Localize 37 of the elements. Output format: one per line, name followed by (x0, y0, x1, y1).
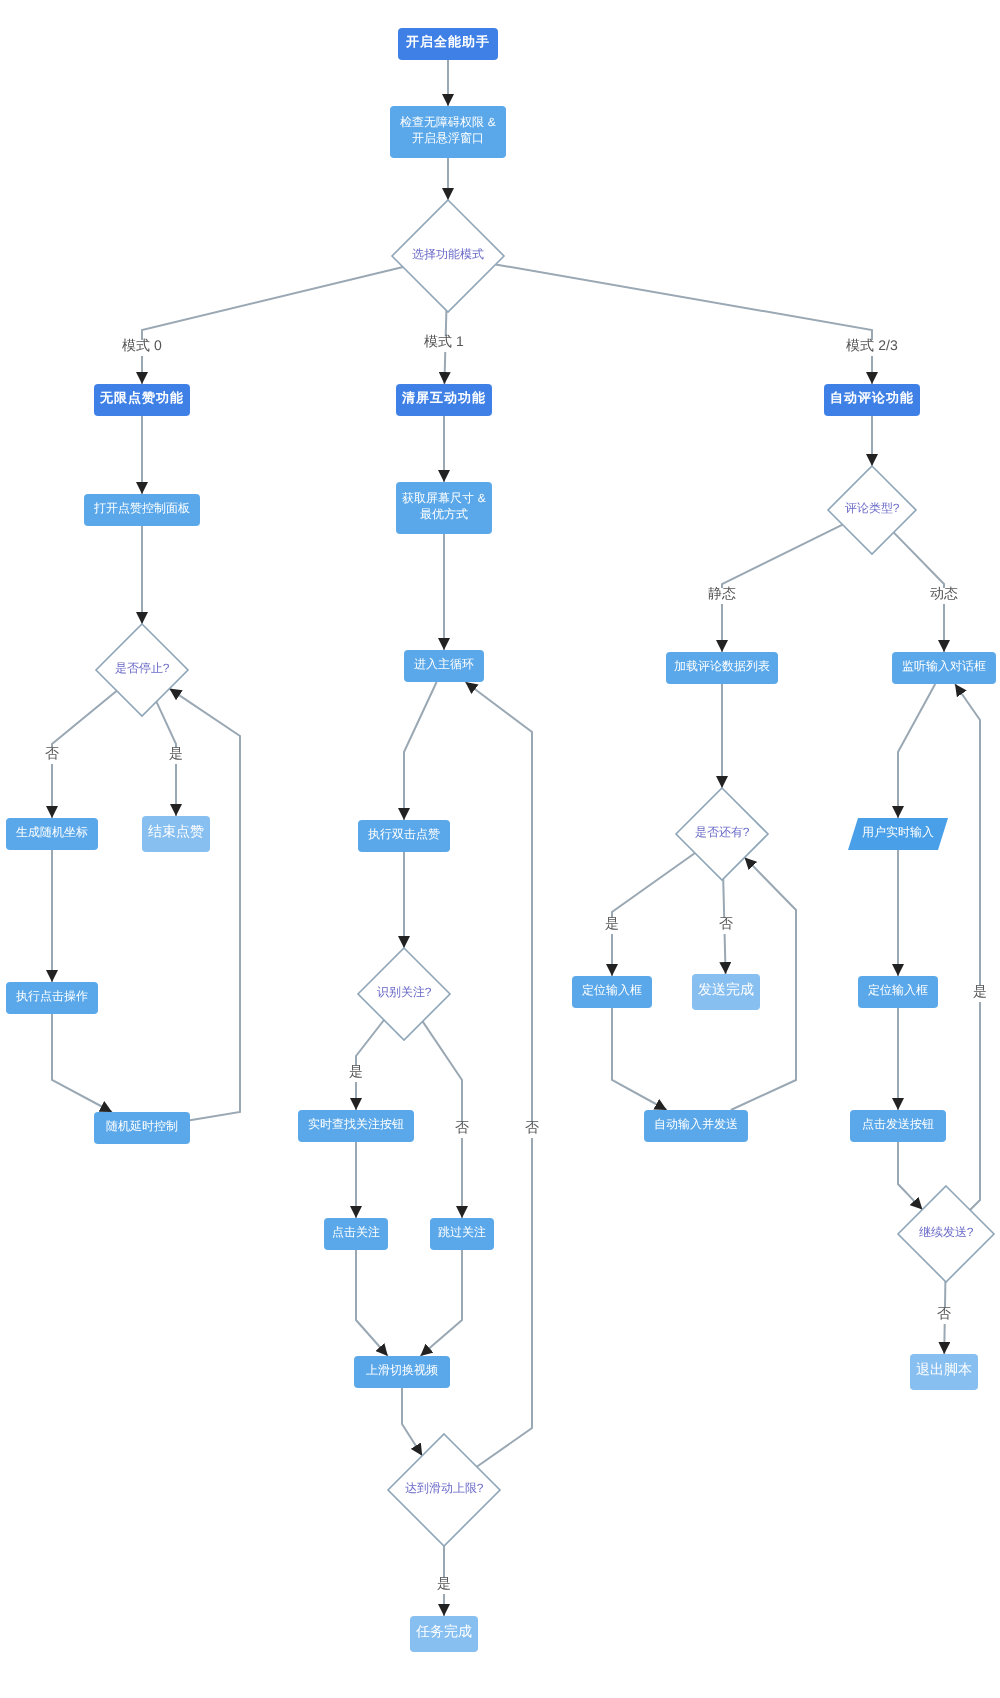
arrow (398, 681, 438, 821)
arrow (46, 849, 58, 983)
arrow (438, 533, 450, 651)
arrow (155, 700, 182, 817)
arrow (438, 309, 451, 385)
arrow (494, 263, 878, 385)
arrow (350, 1141, 362, 1219)
arrow (954, 683, 981, 1211)
arrow (51, 1013, 113, 1113)
arrow (355, 1249, 389, 1357)
arrow (136, 415, 148, 495)
arrow (46, 689, 118, 819)
arrow (136, 525, 148, 625)
arrow (611, 1007, 668, 1111)
arrow (401, 1387, 424, 1457)
arrow (897, 1141, 924, 1211)
arrow (892, 531, 950, 653)
arrow (606, 852, 696, 977)
arrow (716, 683, 728, 789)
arrow (419, 1249, 463, 1357)
arrow (421, 1020, 468, 1219)
arrow (892, 683, 937, 819)
arrow (136, 266, 404, 385)
arrow (729, 856, 797, 1111)
arrow (442, 157, 454, 201)
arrow (464, 681, 533, 1468)
arrow (892, 849, 904, 977)
arrow (398, 851, 410, 949)
arrow (719, 877, 732, 975)
arrow (892, 1007, 904, 1111)
arrow (442, 59, 454, 107)
arrow (350, 1019, 385, 1111)
arrow (866, 415, 878, 467)
arrow (168, 687, 241, 1122)
arrow (938, 1280, 951, 1355)
arrow (716, 523, 844, 653)
arrow (438, 415, 450, 483)
